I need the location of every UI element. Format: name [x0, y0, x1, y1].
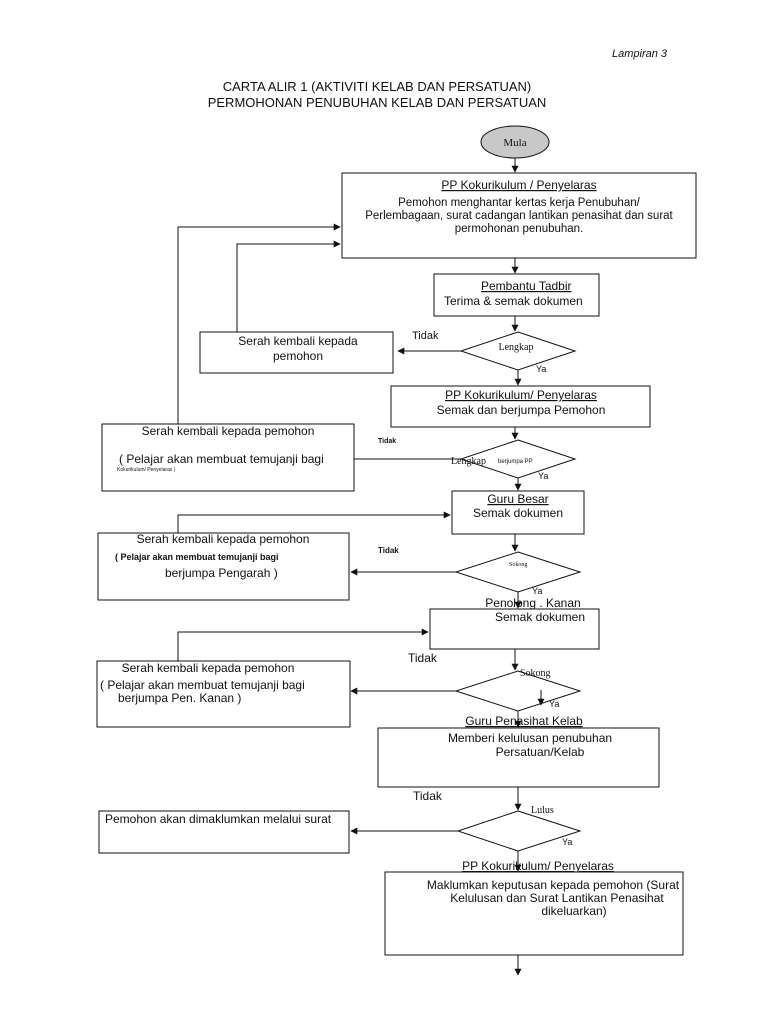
decision1-label: Lengkap	[499, 342, 534, 353]
step3-text: Semak dan berjumpa Pemohon	[437, 403, 606, 417]
reject3-box	[97, 532, 350, 601]
step7-box	[384, 871, 684, 956]
step1-text-2: Perlembagaan, surat cadangan lantikan pe…	[365, 210, 673, 222]
loop-reject4-step5	[177, 628, 429, 661]
loop-reject1-step1	[236, 240, 341, 332]
decision4-diamond	[454, 670, 582, 712]
reject4-text-1: Serah kembali kepada pemohon	[122, 661, 295, 675]
loop-reject2-step1	[177, 223, 341, 424]
decision3-label: Sokong	[509, 562, 527, 568]
decision4-yes: Ya	[549, 699, 559, 709]
step4-box	[451, 490, 585, 535]
step1-text-1: Pemohon menghantar kertas kerja Penubuha…	[398, 197, 640, 209]
decision1-yes: Ya	[536, 364, 546, 374]
loop-reject3-step4	[177, 511, 451, 533]
decision3-diamond	[454, 551, 582, 593]
step6-heading: Guru Penasihat Kelab	[465, 714, 583, 728]
start-label: Mula	[503, 137, 526, 149]
decision2-yes: Ya	[538, 471, 548, 481]
decision2-no: Tidak	[378, 438, 396, 445]
reject4-text-2: ( Pelajar akan membuat temujanji bagi	[100, 678, 305, 692]
step4-text: Semak dokumen	[473, 506, 563, 520]
appendix-label: Lampiran 3	[612, 48, 668, 60]
reject2-text-2: ( Pelajar akan membuat temujanji bagi	[119, 452, 324, 466]
reject4-box	[96, 660, 351, 728]
reject2-text-1: Serah kembali kepada pemohon	[142, 424, 315, 438]
step6-text-1: Memberi kelulusan penubuhan	[448, 731, 612, 745]
reject2-text-3: Kokurikulum/ Penyelaras )	[117, 467, 176, 473]
reject1-text-2: pemohon	[273, 349, 323, 363]
step2-box	[433, 273, 600, 317]
step6-text-2: Persatuan/Kelab	[496, 745, 585, 759]
step7-text-2: Kelulusan dan Surat Lantikan Penasihat	[450, 891, 664, 905]
decision2-label: Lengkap	[451, 456, 486, 467]
reject4-text-3: berjumpa Pen. Kanan )	[118, 691, 241, 705]
reject1-box	[199, 331, 394, 374]
step1-box	[341, 172, 697, 259]
reject1-text-1: Serah kembali kepada	[238, 334, 358, 348]
decision4-label: Sokong	[520, 668, 551, 679]
reject3-text-2: ( Pelajar akan membuat temujanji bagi	[115, 552, 279, 562]
decision5-yes: Ya	[562, 837, 572, 847]
step5-text: Semak dokumen	[495, 610, 585, 624]
reject2-box	[101, 423, 355, 492]
decision4-no: Tidak	[408, 651, 438, 665]
step2-heading: Pembantu Tadbir	[481, 279, 572, 293]
reject5-box	[98, 810, 350, 854]
step3-box	[390, 385, 651, 428]
step3-heading: PP Kokurikulum/ Penyelaras	[445, 388, 597, 402]
decision1-no: Tidak	[412, 330, 439, 342]
reject3-text-1: Serah kembali kepada pemohon	[137, 532, 310, 546]
step4-heading: Guru Besar	[487, 492, 548, 506]
step5-heading: Penolong . Kanan	[485, 596, 580, 610]
reject3-text-3: berjumpa Pengarah )	[165, 566, 278, 580]
step1-text-3: permohonan penubuhan.	[455, 223, 584, 235]
decision3-no: Tidak	[378, 546, 399, 555]
page-subtitle: PERMOHONAN PENUBUHAN KELAB DAN PERSATUAN	[208, 95, 547, 110]
step7-heading: PP Kokurikulum/ Penyelaras	[462, 859, 614, 873]
page-title: CARTA ALIR 1 (AKTIVITI KELAB DAN PERSATU…	[223, 79, 531, 94]
decision5-label: Lulus	[531, 805, 554, 816]
step1-heading: PP Kokurikulum / Penyelaras	[441, 178, 596, 192]
step7-text-3: dikeluarkan)	[541, 904, 606, 918]
step2-text: Terima & semak dokumen	[444, 294, 583, 308]
step5-box	[429, 608, 600, 650]
reject5-text: Pemohon akan dimaklumkan melalui surat	[105, 812, 332, 826]
decision3-yes: Ya	[532, 586, 542, 596]
step7-text-1: Maklumkan keputusan kepada pemohon (Sura…	[427, 878, 680, 892]
step6-box	[377, 727, 660, 788]
decision2-suffix: berjumpa PP	[498, 459, 533, 465]
decision5-no: Tidak	[413, 789, 443, 803]
